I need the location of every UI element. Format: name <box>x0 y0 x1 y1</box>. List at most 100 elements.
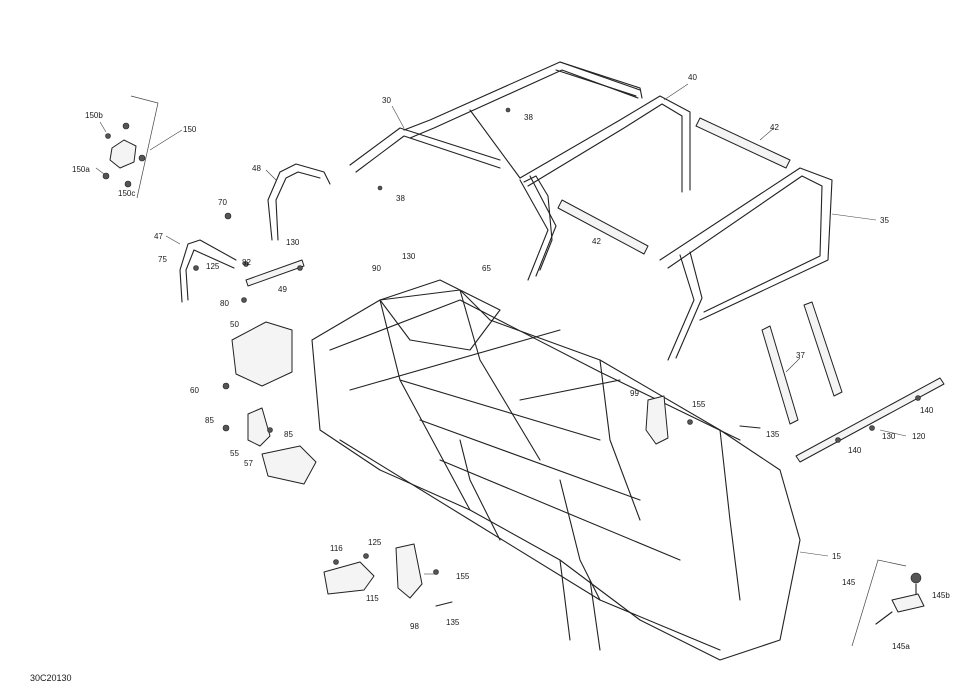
part-50-bracket <box>231 321 293 387</box>
callout-115: 115 <box>366 594 379 603</box>
part-15-frame-inner-members <box>459 379 621 601</box>
kit-150-group <box>102 95 183 199</box>
part-130-nut-rail <box>869 425 875 431</box>
callout-145: 145 <box>842 578 856 587</box>
part-98-bracket <box>395 543 423 599</box>
part-145-latch-plate <box>891 593 925 613</box>
callout-150c: 150c <box>118 189 135 198</box>
callout-48: 48 <box>252 164 261 173</box>
part-55-bracket <box>247 407 271 447</box>
leader-37 <box>785 357 801 373</box>
part-15-frame-upper-rail <box>329 299 741 441</box>
callout-75: 75 <box>158 255 167 264</box>
leader-150a <box>95 167 105 175</box>
part-80-bolt <box>241 297 247 303</box>
part-42-upper-bar <box>695 117 791 169</box>
part-85-nut-2 <box>267 427 273 433</box>
part-150-nut <box>138 154 146 162</box>
callout-42-lower: 42 <box>592 237 601 246</box>
callout-65: 65 <box>482 264 491 273</box>
leader-150b <box>99 121 107 133</box>
part-30-a-pillar-right <box>519 175 557 281</box>
callout-49: 49 <box>278 285 287 294</box>
main-frame-group <box>311 279 801 661</box>
side-rail-group <box>645 377 945 463</box>
part-30-front-upper-tube <box>349 127 501 173</box>
leader-40 <box>663 83 689 101</box>
part-135-bolt <box>739 425 761 429</box>
part-70-nut <box>224 212 232 220</box>
document-code: 30C20130 <box>30 673 72 683</box>
callout-145b: 145b <box>932 591 950 600</box>
part-85-nut <box>222 424 230 432</box>
callout-37: 37 <box>796 351 805 360</box>
leader-15 <box>799 551 829 557</box>
callout-50: 50 <box>230 320 239 329</box>
callout-150: 150 <box>183 125 197 134</box>
callout-42-upper: 42 <box>770 123 779 132</box>
leader-120 <box>879 429 907 437</box>
part-40-cross-tube <box>469 109 521 179</box>
callout-55: 55 <box>230 449 239 458</box>
callout-15: 15 <box>832 552 841 561</box>
part-150c-nut <box>124 180 132 188</box>
callout-155-right: 155 <box>692 400 706 409</box>
callout-150b: 150b <box>85 111 103 120</box>
callout-labels: 150b 150 150a 150c 30 38 38 40 42 42 35 … <box>72 73 950 651</box>
callout-135-right: 135 <box>766 430 780 439</box>
part-145b-knob <box>910 572 922 584</box>
part-155-nut-lower <box>433 569 439 575</box>
part-15-frame-crossmembers <box>349 329 681 561</box>
part-40-center-hoop <box>519 95 691 193</box>
kit-145-bracket <box>851 559 907 647</box>
part-150-plate <box>109 139 137 169</box>
callout-35: 35 <box>880 216 889 225</box>
callout-99: 99 <box>630 389 639 398</box>
callout-30: 30 <box>382 96 391 105</box>
callout-98: 98 <box>410 622 419 631</box>
part-49-support-bar <box>245 259 305 287</box>
part-57-bracket <box>261 445 317 485</box>
part-15-frame-posts <box>559 559 601 651</box>
roll-cage-group <box>349 61 843 425</box>
callout-82: 82 <box>242 258 251 267</box>
leader-lines <box>95 83 907 575</box>
callout-40: 40 <box>688 73 697 82</box>
callout-150a: 150a <box>72 165 90 174</box>
part-42-lower-bar <box>557 199 649 255</box>
part-38-fastener-top <box>505 107 511 113</box>
callout-116: 116 <box>330 544 343 553</box>
callout-38-front: 38 <box>396 194 405 203</box>
kit-150-bracket <box>130 95 159 199</box>
part-15-frame-lower-rail <box>339 439 721 651</box>
callout-130-rail: 130 <box>882 432 896 441</box>
part-30-a-pillar-brace <box>523 175 553 271</box>
callout-90: 90 <box>372 264 381 273</box>
lower-bracket-group <box>323 543 453 607</box>
callout-85-right: 85 <box>284 430 293 439</box>
part-15-seat-mount <box>379 279 501 351</box>
leader-42-upper <box>759 127 775 141</box>
part-82-washer <box>243 261 249 267</box>
callout-125-lower: 125 <box>368 538 382 547</box>
part-15-frame-outline <box>311 289 801 661</box>
part-47-grab-handle <box>179 239 237 303</box>
part-125-bolt <box>193 265 199 271</box>
part-35-rear-hoop <box>659 167 833 321</box>
callout-47: 47 <box>154 232 163 241</box>
part-120-side-rail <box>795 377 945 463</box>
callout-145a: 145a <box>892 642 910 651</box>
callout-57: 57 <box>244 459 253 468</box>
callout-125-upper: 125 <box>206 262 220 271</box>
callout-135-lower: 135 <box>446 618 460 627</box>
callout-155-lower: 155 <box>456 572 470 581</box>
part-145a-pin <box>875 611 893 625</box>
leader-48 <box>265 169 277 181</box>
part-125-bolt-lower <box>363 553 369 559</box>
callout-80: 80 <box>220 299 229 308</box>
part-116-nut <box>333 559 339 565</box>
leader-30 <box>391 105 405 129</box>
leader-47 <box>165 235 181 245</box>
